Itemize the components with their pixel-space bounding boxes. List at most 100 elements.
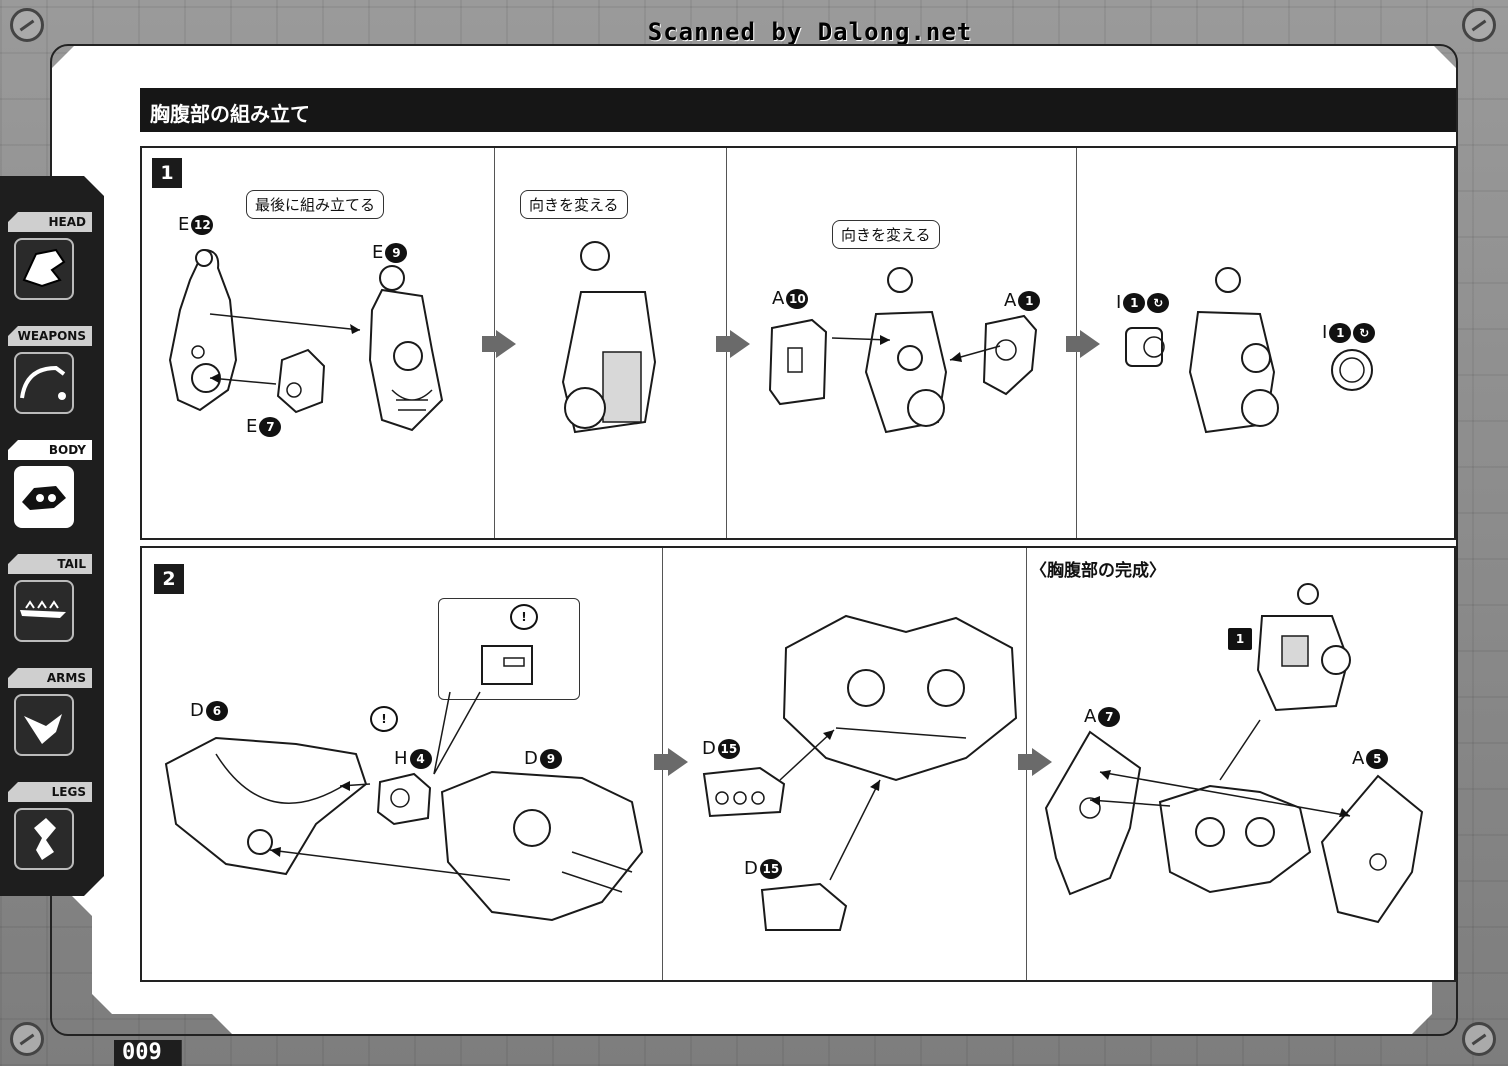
part-drawing-torso-unit [1256,583,1351,712]
part-drawing-e12 [168,248,238,412]
part-number: 9 [539,748,562,769]
part-label-e12: E 12 [178,214,214,235]
part-letter: I [1322,322,1328,343]
rotate-direction-icon: ↻ [1353,322,1376,343]
arms-icon [14,694,74,756]
part-letter: A [1004,290,1017,311]
part-drawing-chest-i [1188,267,1279,434]
next-step-arrow-icon [1066,330,1100,358]
part-label-e7: E 7 [246,416,282,437]
head-icon [14,238,74,300]
assembly-arrow [1089,719,1351,817]
part-drawing-h4 [376,772,432,826]
sidebar-item-label: ARMS [8,668,92,688]
part-number: 10 [786,288,809,309]
part-label-a5: A 5 [1352,748,1389,769]
part-letter: H [394,748,408,769]
tail-icon [14,580,74,642]
part-drawing-a5 [1320,774,1424,924]
sidebar-item-tail[interactable]: TAIL [8,554,92,662]
part-drawing-i1-right [1331,349,1373,391]
body-icon [14,466,74,528]
caution-icon: ! [370,706,398,732]
part-label-h4: H 4 [394,748,432,769]
part-label-a1: A 1 [1004,290,1041,311]
step-number: 1 [152,158,182,188]
page-number: 009 [114,1040,182,1066]
callout-pointer [433,691,481,775]
part-letter: A [1352,748,1365,769]
corner-emblem-icon [10,1022,44,1056]
part-letter: D [702,738,716,759]
part-drawing-i1-left [1125,327,1165,367]
part-letter: I [1116,292,1122,313]
part-drawing-a10 [768,318,828,406]
section-title: 胸腹部の組み立て [150,102,310,126]
part-number: 12 [191,214,214,235]
part-label-e9: E 9 [372,242,408,263]
step-number: 2 [154,564,184,594]
caution-icon: ! [510,604,538,630]
rotate-direction-icon: ↻ [1147,292,1170,313]
sidebar-item-head[interactable]: HEAD [8,212,92,320]
part-label-a10: A 10 [772,288,809,309]
part-drawing-d6 [164,736,368,876]
callout-turn-around: 向きを変える [520,190,628,219]
assembly-arrow [779,729,881,881]
sidebar-item-arms[interactable]: ARMS [8,668,92,776]
part-letter: E [246,416,258,437]
next-step-arrow-icon [654,748,688,776]
part-label-i1: I 1 ↻ [1322,322,1376,343]
corner-emblem-icon [1462,1022,1496,1056]
part-number: 5 [1366,748,1389,769]
part-drawing-d9 [440,770,644,922]
scan-credit: Scanned by Dalong.net [647,18,973,46]
part-number: 1 [1123,292,1146,313]
part-number: 9 [385,242,408,263]
corner-emblem-icon [1462,8,1496,42]
part-label-d9: D 9 [524,748,562,769]
part-label-a7: A 7 [1084,706,1121,727]
part-number: 1 [1018,290,1041,311]
sidebar-item-label: LEGS [8,782,92,802]
section-title-bar [140,88,1456,132]
part-drawing-chest-turned [561,241,657,434]
part-number: 4 [409,748,432,769]
part-drawing-body-complete [1158,784,1312,894]
part-number: 6 [205,700,228,721]
next-step-arrow-icon [716,330,750,358]
sidebar-item-label: TAIL [8,554,92,574]
sidebar-item-legs[interactable]: LEGS [8,782,92,890]
part-label-i1: I 1 ↻ [1116,292,1170,313]
part-number: 7 [1098,706,1121,727]
assembly-arrow [831,335,1001,362]
callout-assemble-last: 最後に組み立てる [246,190,385,219]
corner-emblem-icon [10,8,44,42]
legs-icon [14,808,74,870]
part-label-d15: D 15 [702,738,740,759]
part-label-d6: D 6 [190,700,228,721]
sidebar-item-weapons[interactable]: WEAPONS [8,326,92,434]
part-letter: D [524,748,538,769]
part-letter: D [190,700,204,721]
part-drawing-a1 [982,314,1038,396]
next-step-arrow-icon [482,330,516,358]
part-letter: E [372,242,384,263]
sidebar-item-label: BODY [8,440,92,460]
part-drawing-chest-assembly [782,614,1018,782]
part-letter: A [772,288,785,309]
sub-assembly-badge: 1 [1228,628,1252,650]
sidebar-item-body[interactable]: BODY [8,440,92,548]
callout-turn-around: 向きを変える [832,220,940,249]
sidebar-item-label: HEAD [8,212,92,232]
part-label-d15: D 15 [744,858,782,879]
part-letter: E [178,214,190,235]
part-drawing-d15-top [702,766,786,818]
part-letter: A [1084,706,1097,727]
part-number: 15 [759,858,782,879]
part-drawing-e7 [276,348,326,414]
sidebar-item-label: WEAPONS [8,326,92,346]
part-letter: D [744,858,758,879]
part-number: 15 [717,738,740,759]
next-step-arrow-icon [1018,748,1052,776]
